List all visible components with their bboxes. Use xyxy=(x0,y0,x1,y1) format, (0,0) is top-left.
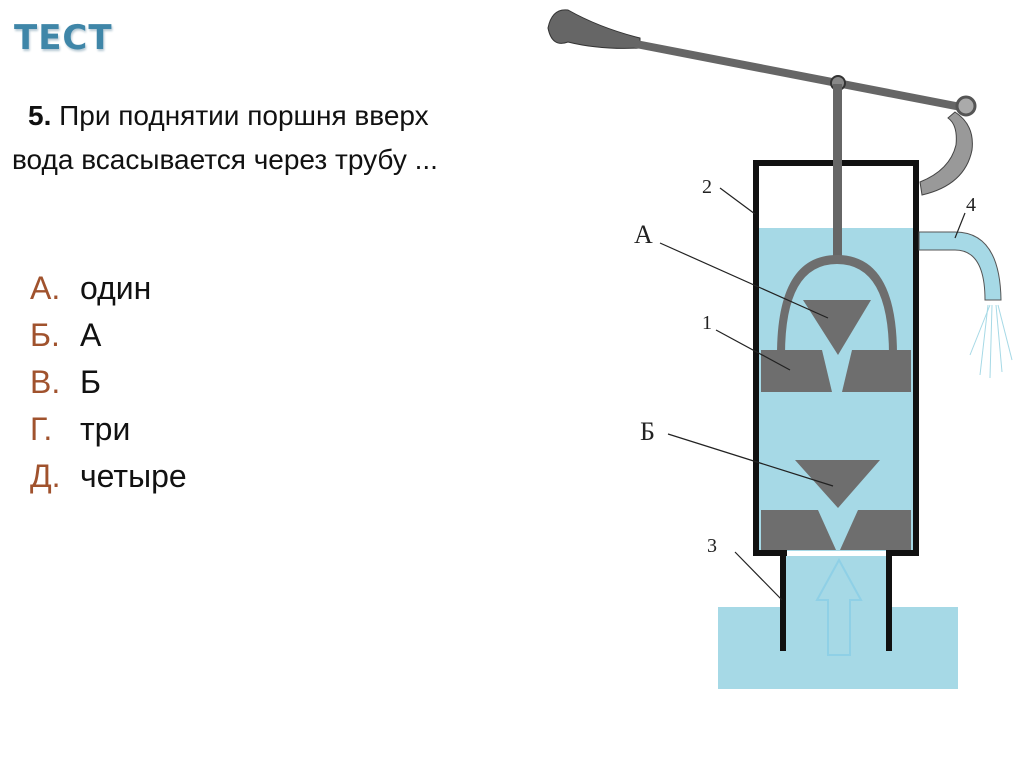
question-number: 5. xyxy=(28,100,52,131)
intake-pipe-number: 3 xyxy=(707,535,717,557)
lever-handle xyxy=(547,9,641,49)
cylinder-bottom-right xyxy=(886,550,919,556)
fulcrum-bracket xyxy=(919,111,973,196)
cylinder-wall-right xyxy=(913,163,919,556)
lever-fulcrum xyxy=(955,95,977,117)
answer-option-b[interactable]: Б. А xyxy=(30,317,187,364)
intake-pipe-water xyxy=(786,556,888,651)
pump-diagram: А Б 1 2 3 4 xyxy=(547,9,1013,689)
intake-pipe-wall-right xyxy=(886,556,892,651)
intake-pipe-wall-left xyxy=(780,556,786,651)
base-right xyxy=(840,510,911,550)
piston-left xyxy=(761,350,832,392)
cylinder-number: 2 xyxy=(702,176,712,198)
spout-number: 4 xyxy=(966,194,976,216)
water-flow-arrow xyxy=(815,557,863,656)
water-spray xyxy=(969,304,1013,379)
lever-bar xyxy=(632,40,970,112)
answer-text: Б xyxy=(80,364,101,400)
answer-letter: А. xyxy=(30,270,61,306)
answer-text: четыре xyxy=(80,458,187,494)
piston-right xyxy=(842,350,911,392)
answer-option-d[interactable]: Д. четыре xyxy=(30,458,187,505)
answer-option-v[interactable]: В. Б xyxy=(30,364,187,411)
question-text: 5. При поднятии поршня вверх вода всасыв… xyxy=(12,94,532,182)
leader-lines xyxy=(659,187,966,601)
answer-option-g[interactable]: Г. три xyxy=(30,411,187,458)
page-title: ТЕСТ xyxy=(14,18,113,58)
answer-letter: Г. xyxy=(30,411,53,447)
question-line-1: 5. При поднятии поршня вверх xyxy=(12,94,532,138)
valve-a xyxy=(803,300,871,355)
answer-letter: В. xyxy=(30,364,61,400)
answer-text: один xyxy=(80,270,152,306)
answer-list: А. один Б. А В. Б Г. три Д. четыре xyxy=(30,270,187,505)
answer-text: А xyxy=(80,317,102,353)
piston-number: 1 xyxy=(702,312,712,334)
answer-option-a[interactable]: А. один xyxy=(30,270,187,317)
valve-a-label: А xyxy=(634,220,653,249)
question-line-1-text: При поднятии поршня вверх xyxy=(59,100,429,131)
question-line-2: вода всасывается через трубу ... xyxy=(12,144,438,175)
base-left xyxy=(761,510,836,550)
valve-b xyxy=(795,460,880,508)
spout-pipe xyxy=(918,231,1002,301)
cylinder-bottom-left xyxy=(753,550,787,556)
cylinder-wall-left xyxy=(753,163,759,556)
answer-letter: Б. xyxy=(30,317,60,353)
answer-text: три xyxy=(80,411,131,447)
piston-rod xyxy=(833,84,842,262)
valve-b-label: Б xyxy=(640,417,655,446)
answer-letter: Д. xyxy=(30,458,61,494)
